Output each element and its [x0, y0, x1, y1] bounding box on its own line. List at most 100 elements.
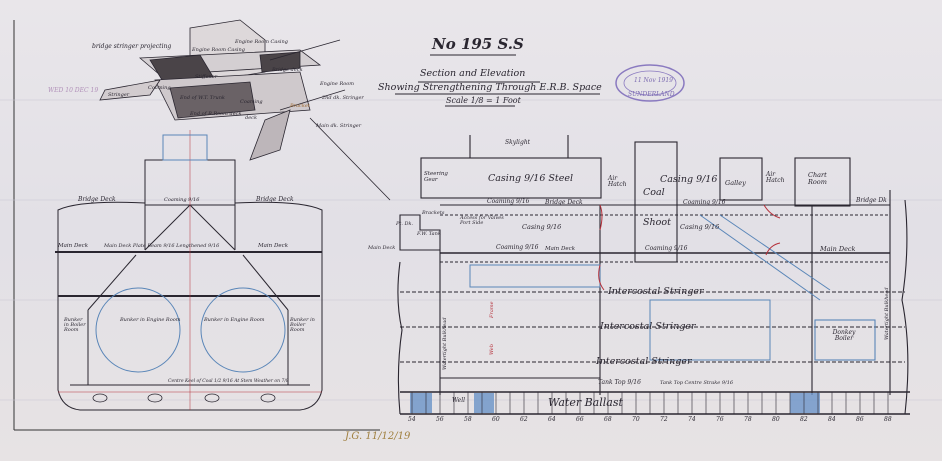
- elev-label: Galley: [725, 179, 746, 187]
- iso-label: Stiffener: [195, 74, 218, 80]
- drawing-subtitle: Section and Elevation: [420, 68, 526, 79]
- elev-label: Intercostal Stringer: [608, 286, 704, 297]
- frame-number: 66: [576, 416, 584, 423]
- section-label: Bunker in Engine Room: [204, 317, 265, 323]
- section-label: Bridge Deck: [256, 196, 294, 203]
- elev-label: Coaming 9/16: [496, 244, 539, 251]
- elev-label: Access for Valves Port Side: [460, 215, 504, 226]
- paper-grid: [0, 99, 942, 401]
- frame-number: 56: [436, 416, 444, 423]
- elev-label: Coaming 9/16: [487, 198, 530, 205]
- frame-number: 72: [660, 416, 668, 423]
- elev-label: Intercostal Stringer: [596, 356, 692, 367]
- elev-label: Pt. Dk.: [396, 221, 414, 227]
- iso-label: Main dk. Stringer: [316, 123, 362, 129]
- frame-number: 78: [744, 416, 752, 423]
- pointer-arrow: [309, 117, 391, 201]
- elev-label: Air Hatch: [608, 175, 627, 188]
- iso-label: Engine Room: [320, 81, 354, 87]
- frame-number: 80: [772, 416, 780, 423]
- iso-label: Coaming: [148, 85, 171, 91]
- elev-label: Steering Gear: [424, 171, 448, 183]
- section-label: Bunker in Engine Room: [120, 317, 181, 323]
- frame-number: 74: [688, 416, 696, 423]
- section-label: Main Deck: [58, 243, 89, 249]
- iso-label: Coaming: [240, 99, 263, 105]
- elev-label: Casing 9/16: [660, 174, 718, 185]
- frame-number: 68: [604, 416, 612, 423]
- frame-ticks: [411, 392, 889, 414]
- elev-label: Tank Top Centre Strake 9/16: [660, 380, 734, 386]
- elev-label: Coal: [643, 187, 665, 198]
- elev-label: Watertight Bulkhead: [884, 287, 890, 340]
- elev-label: Intercostal Stringer: [600, 321, 696, 332]
- company-stamp: [615, 64, 685, 102]
- elev-label: Main Deck: [545, 246, 576, 252]
- elev-label: Casing 9/16: [522, 223, 562, 231]
- frame-number: 76: [716, 416, 724, 423]
- date-stamp: WED 10 DEC 19: [48, 87, 99, 94]
- signature: J.G. 11/12/19: [345, 431, 411, 442]
- iso-label: End of B.Room deck: [190, 111, 242, 117]
- iso-label: Engine Room Casing: [235, 39, 288, 45]
- iso-label: Bridge deck: [272, 67, 303, 73]
- elev-label: Bridge Dk: [856, 197, 887, 204]
- frame-number: 64: [548, 416, 556, 423]
- iso-label: Stringer: [108, 92, 130, 98]
- frame-number: 58: [464, 416, 472, 423]
- engine-room-outline: [469, 214, 831, 361]
- drawing-scale: Scale 1/8 = 1 Foot: [446, 96, 521, 105]
- section-label: Bridge Deck: [78, 196, 116, 203]
- elevation-drawing: [397, 135, 910, 415]
- elev-label: Shoot: [643, 217, 671, 228]
- drawing-description: Showing Strengthening Through E.R.B. Spa…: [378, 82, 602, 93]
- elev-label: Watertight Bulkhead: [442, 317, 448, 370]
- elev-label: Web: [489, 344, 495, 355]
- elev-label: Air Hatch: [766, 171, 785, 184]
- stamp-date: 11 Nov 1919: [634, 77, 673, 84]
- elev-label: Casing 9/16: [680, 223, 720, 231]
- elev-label: Casing 9/16 Steel: [488, 173, 574, 184]
- iso-label: Bracket: [290, 103, 310, 109]
- water-ballast-shading: [410, 393, 820, 413]
- red-detail-marks: [598, 204, 781, 291]
- iso-label: 2nd dk. Stringer: [322, 95, 364, 101]
- section-label: Bunker in Boiler Room: [290, 317, 315, 333]
- boiler-circles: [95, 287, 286, 373]
- keel-lightening-holes: [92, 393, 276, 403]
- elev-label: Coaming 9/16: [683, 199, 726, 206]
- elev-label: Water Ballast: [548, 396, 623, 409]
- frame-number: 84: [828, 416, 836, 423]
- frame-number: 86: [856, 416, 864, 423]
- frame-number: 88: [884, 416, 892, 423]
- elev-label: Well: [452, 397, 466, 404]
- frame-number: 62: [520, 416, 528, 423]
- elev-label: Brackets: [422, 210, 445, 216]
- elev-label: Main Deck: [820, 245, 856, 253]
- frame-number: 60: [492, 416, 500, 423]
- iso-label: bridge stringer projecting: [92, 43, 172, 50]
- title-underlines: [395, 54, 600, 107]
- elev-label: Donkey Boiler: [832, 329, 856, 342]
- section-label: Main Deck: [258, 243, 289, 249]
- elev-label: Bridge Deck: [545, 199, 583, 206]
- drawing-number: No 195 S.S: [432, 35, 524, 53]
- elev-label: F.W. Tank: [417, 231, 441, 237]
- section-label: Bunker in Boiler Room: [64, 317, 86, 333]
- frame-number: 54: [408, 416, 416, 423]
- section-label: Centre Keel of Coal 1/2 9/16 At Stem Wea…: [168, 379, 289, 384]
- frame-number: 82: [800, 416, 808, 423]
- elev-label: Frame: [489, 301, 495, 318]
- elev-label: Coaming 9/16: [645, 245, 688, 252]
- elev-label: Chart Room: [808, 171, 827, 186]
- section-label: Main Deck Plate Beam 9/16 Lengthened 9/1…: [104, 243, 220, 249]
- frame-number: 70: [632, 416, 640, 423]
- stamp-text: SUNDERLAND: [628, 91, 675, 98]
- elev-label: Main Deck: [368, 245, 396, 251]
- midship-section: [55, 130, 323, 411]
- elev-label: Tank Top 9/16: [598, 379, 641, 386]
- iso-label: Engine Room Casing: [192, 47, 245, 53]
- isometric-sketch: [99, 19, 391, 201]
